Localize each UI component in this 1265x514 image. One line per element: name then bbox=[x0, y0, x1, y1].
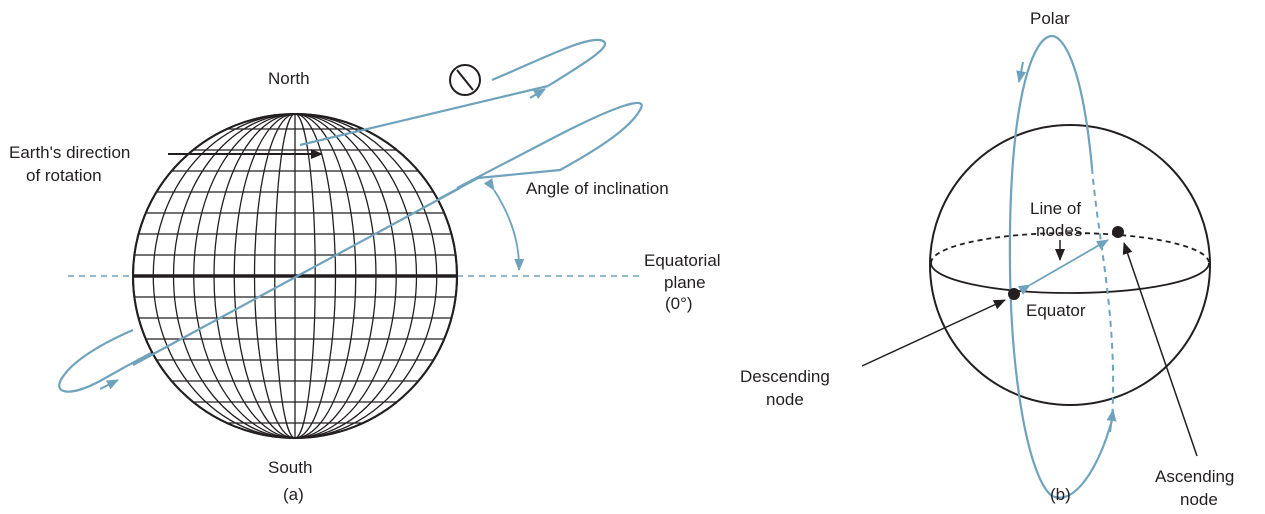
earth-globe bbox=[133, 114, 457, 438]
inclination-angle-arc bbox=[494, 190, 519, 270]
circle-with-cross-icon bbox=[450, 65, 480, 95]
panel-a-caption: (a) bbox=[283, 485, 304, 504]
equator-label: Equator bbox=[1026, 301, 1086, 320]
panel-b: Polar Line of nodes Equator Descending n… bbox=[740, 9, 1234, 509]
equatorial-plane-label-2: plane bbox=[664, 273, 706, 292]
ascending-node-dot bbox=[1112, 226, 1124, 238]
panel-a: North South Earth's direction of rotatio… bbox=[9, 40, 721, 504]
ascending-node-label-1: Ascending bbox=[1155, 467, 1234, 486]
polar-arrow-top bbox=[1019, 62, 1023, 82]
descending-node-label-2: node bbox=[766, 390, 804, 409]
line-of-nodes bbox=[1030, 240, 1108, 285]
rotation-label-2: of rotation bbox=[26, 166, 102, 185]
line-of-nodes-label-2: nodes bbox=[1036, 221, 1082, 240]
south-label: South bbox=[268, 458, 312, 477]
descending-node-label-1: Descending bbox=[740, 367, 830, 386]
line-of-nodes-label-1: Line of bbox=[1030, 199, 1081, 218]
ascending-node-label-2: node bbox=[1180, 490, 1218, 509]
polar-label: Polar bbox=[1030, 9, 1070, 28]
descending-node-dot bbox=[1008, 288, 1020, 300]
inclination-label: Angle of inclination bbox=[526, 179, 669, 198]
panel-b-caption: (b) bbox=[1050, 485, 1071, 504]
descending-node-pointer bbox=[862, 300, 1005, 366]
inclined-orbit-upper bbox=[300, 86, 548, 145]
equatorial-plane-label-3: (0°) bbox=[665, 294, 693, 313]
inclined-orbit-upper-right bbox=[492, 40, 605, 86]
polar-orbit-back bbox=[1092, 168, 1113, 420]
orbit-direction-arrow-bottom bbox=[100, 380, 118, 389]
rotation-label-1: Earth's direction bbox=[9, 143, 130, 162]
equator-front bbox=[931, 263, 1209, 293]
equatorial-plane-label-1: Equatorial bbox=[644, 251, 721, 270]
globe-b-outline bbox=[930, 125, 1210, 405]
ascending-node-pointer bbox=[1124, 243, 1197, 456]
north-label: North bbox=[268, 69, 310, 88]
